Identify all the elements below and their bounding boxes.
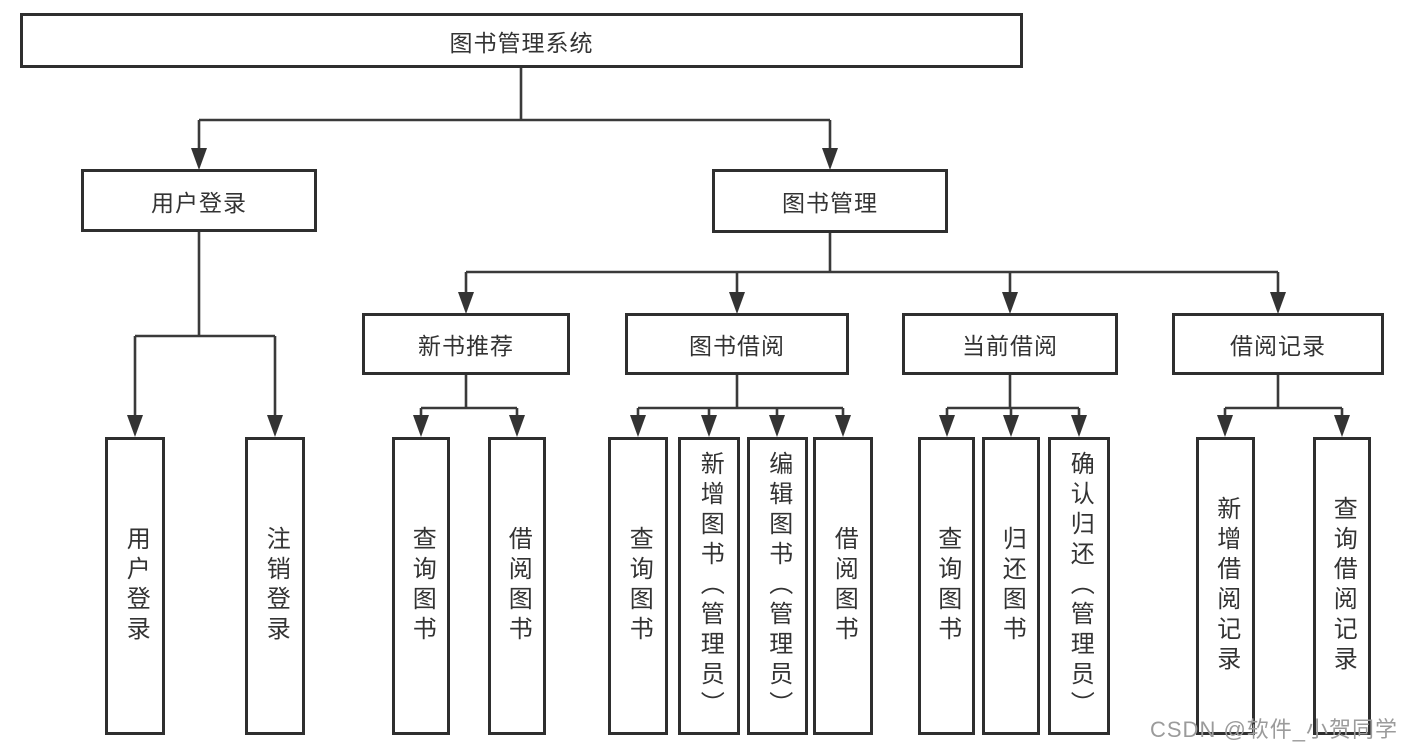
node-current-borrowing: 当前借阅 [902,313,1118,375]
leaf-add-borrow-record: 新增借阅记录 [1196,437,1255,735]
node-label: 图书管理系统 [449,29,594,56]
node-new-book-recommendation: 新书推荐 [362,313,570,375]
node-label: 确认归还（管理员） [1066,451,1094,721]
leaf-confirm-return-admin: 确认归还（管理员） [1048,437,1110,735]
connector-book-management-branch [458,233,1286,314]
leaf-user-login: 用户登录 [105,437,165,735]
connector-user-login-branch [127,232,283,437]
node-library-management-system: 图书管理系统 [20,13,1023,68]
node-label: 借阅记录 [1230,333,1326,359]
connector-current-borrowing [939,375,1087,437]
node-label: 图书管理 [782,190,878,216]
node-label: 新增图书（管理员） [696,451,724,721]
leaf-query-borrow-record: 查询借阅记录 [1313,437,1371,735]
connector-new-book-recommendation [413,375,525,437]
connector-borrowing-records [1217,375,1350,437]
leaf-logout: 注销登录 [245,437,305,735]
connector-book-borrowing [630,375,851,437]
node-label: 归还图书 [998,526,1026,646]
node-label: 用户登录 [122,526,150,646]
node-label: 图书借阅 [689,333,785,359]
leaf-query-books-recommendation: 查询图书 [392,437,450,735]
leaf-query-books-borrowing: 查询图书 [608,437,668,735]
leaf-borrow-books-recommendation: 借阅图书 [488,437,546,735]
node-label: 用户登录 [151,189,247,216]
node-book-borrowing: 图书借阅 [625,313,849,375]
leaf-return-books: 归还图书 [982,437,1040,735]
node-label: 新书推荐 [418,333,514,359]
node-borrowing-records: 借阅记录 [1172,313,1384,375]
csdn-watermark: CSDN @软件_小贺同学 [1150,717,1399,742]
node-label: 查询借阅记录 [1329,496,1357,676]
leaf-edit-books-admin: 编辑图书（管理员） [747,437,808,735]
leaf-add-books-admin: 新增图书（管理员） [678,437,740,735]
node-user-login-branch: 用户登录 [81,169,317,232]
node-book-management-branch: 图书管理 [712,169,948,233]
node-label: 新增借阅记录 [1212,496,1240,676]
node-label: 借阅图书 [830,526,858,646]
node-label: 当前借阅 [962,333,1058,359]
node-label: 借阅图书 [504,526,532,646]
node-label: 查询图书 [933,526,961,646]
leaf-query-books-current: 查询图书 [918,437,975,735]
connector-root-branch [191,68,838,170]
node-label: 注销登录 [262,526,290,646]
node-label: 查询图书 [625,526,653,646]
leaf-borrow-books-borrowing: 借阅图书 [813,437,873,735]
node-label: 编辑图书（管理员） [764,451,792,721]
node-label: 查询图书 [408,526,436,646]
